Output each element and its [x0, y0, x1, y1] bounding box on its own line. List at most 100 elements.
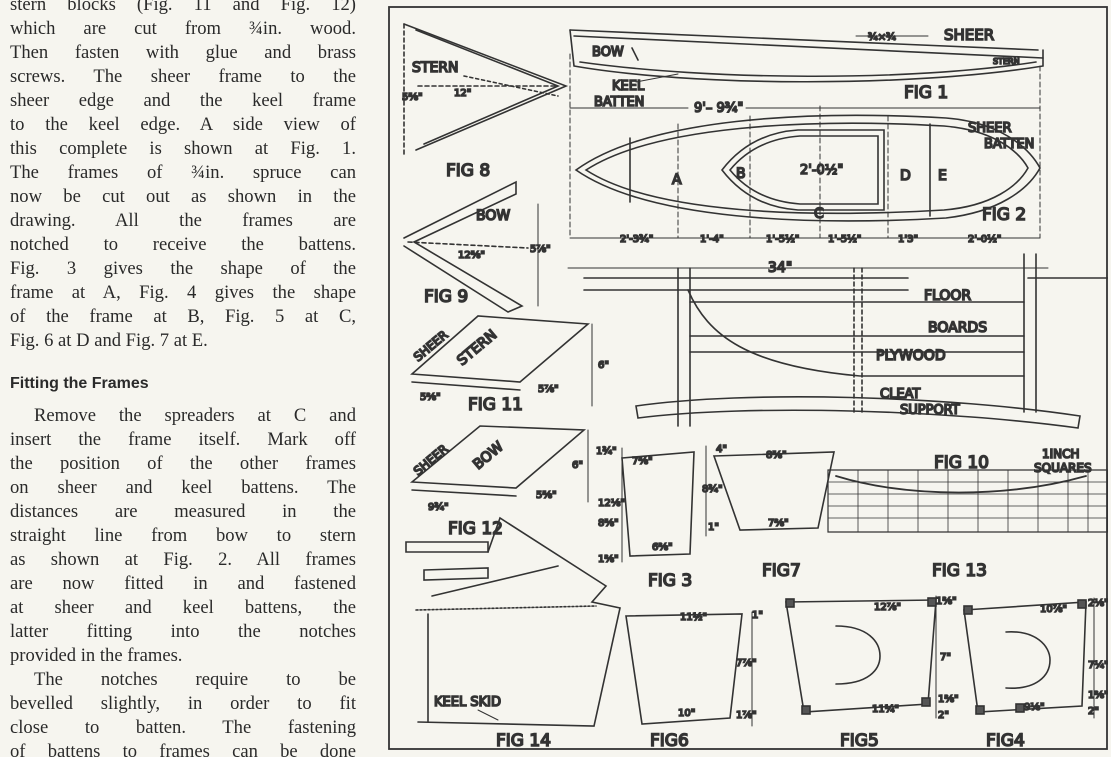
fig5-bottom: 11¼" — [872, 703, 899, 715]
fig1-bow: BOW — [592, 45, 624, 60]
fig6-top: 11½" — [680, 611, 707, 623]
fig11-label: FIG 11 — [468, 395, 523, 415]
fig10-plywood: PLYWOOD — [876, 348, 946, 364]
fig4-label: FIG4 — [986, 731, 1025, 750]
fig4-bottom: 9⅛" — [1024, 702, 1045, 713]
text-line: close to batten. The fastening — [10, 717, 356, 738]
fig7-top: 8⅝" — [766, 450, 787, 461]
fig11-d2: 5⅞" — [538, 384, 559, 395]
fig12-d1: 9¾" — [428, 502, 449, 513]
text-line: as shown at Fig. 2. All frames — [10, 549, 356, 570]
fig1-keel: KEEL — [612, 79, 645, 94]
text-line: of battens to frames can be done — [10, 741, 356, 757]
text-line: now be cut out as shown in the — [10, 186, 356, 207]
fig9-label: FIG 9 — [424, 287, 468, 307]
fig7-h1: 4" — [716, 444, 727, 455]
fig6-h1: 1" — [752, 610, 763, 621]
text-line: Then fasten with glue and brass — [10, 42, 356, 63]
text-line: Fig. 6 at D and Fig. 7 at E. — [10, 330, 208, 351]
fig6-label: FIG6 — [650, 731, 689, 750]
fig1-batten: BATTEN — [594, 95, 644, 110]
fig10-width: 34" — [768, 260, 792, 276]
fig3-label: FIG 3 — [648, 571, 692, 591]
fig12-height: 6" — [572, 460, 583, 471]
text-line: this complete is shown at Fig. 1. — [10, 138, 356, 159]
fig10-drawing: 34" FLOOR BOARDS PLYWOOD CLEAT SUPPORT F… — [567, 253, 1108, 474]
fig5-h4: 2" — [938, 710, 949, 721]
fig2-drawing: 9'– 9¾" SHEER BATTEN A B C D E 2'-0½" FI… — [569, 53, 1041, 246]
fig2-deck: 2'-0½" — [800, 163, 843, 178]
text-line: drawing. All the frames are — [10, 210, 356, 231]
fig11-d1: 5⅜" — [420, 392, 441, 403]
fig3-h1: 1¾" — [596, 446, 617, 457]
fig2-station-c: C — [814, 206, 824, 222]
fig7-label: FIG7 — [762, 561, 801, 581]
fig10-support: SUPPORT — [900, 403, 960, 418]
fig4-h3: 1⅜" — [1088, 690, 1108, 701]
text-line: stern blocks (Fig. 11 and Fig. 12) — [10, 0, 356, 15]
text-line: the position of the other frames — [10, 453, 356, 474]
text-line: The notches require to be — [34, 669, 356, 690]
fig11-height: 6" — [598, 360, 609, 371]
fig2-space2: 1'-4" — [700, 234, 724, 245]
fig1-sheer: SHEER — [944, 26, 994, 44]
fig9-drawing: BOW 5⅞" 12⅝" FIG 9 — [403, 180, 551, 313]
fig8-depth: 12" — [454, 88, 471, 99]
text-line: latter fitting into the notches — [10, 621, 356, 642]
fig13-label: FIG 13 — [932, 561, 987, 581]
fig10-label: FIG 10 — [934, 453, 989, 473]
fig2-station-b: B — [736, 166, 746, 182]
fig2-space4: 1'-5½" — [828, 233, 861, 245]
fig2-station-e: E — [938, 168, 947, 184]
fig12-d2: 5⅝" — [536, 490, 557, 501]
fig4-h4: 2" — [1088, 706, 1099, 717]
fig6-h2: 7⅞" — [736, 658, 757, 669]
fig8-height: 5⅝" — [402, 92, 423, 103]
fig7-h2: 8¾" — [702, 484, 723, 495]
fig5-h2: 7" — [940, 652, 951, 663]
fig8-drawing: STERN 5⅝" 12" FIG 8 — [401, 23, 569, 182]
fig7-bottom: 7⅜" — [768, 518, 789, 529]
section-heading: Fitting the Frames — [10, 375, 149, 392]
fig1-label: FIG 1 — [904, 83, 948, 103]
fig5-top: 12⅞" — [874, 602, 901, 613]
fig3-h3: 8⅝" — [598, 518, 619, 529]
fig10-floor: FLOOR — [924, 288, 971, 304]
fig4-h2: 7¼" — [1088, 659, 1108, 671]
fig3-bottom: 6⅜" — [652, 542, 673, 553]
fig8-label: FIG 8 — [446, 161, 490, 181]
fig14-drawing: KEEL SKID FIG 14 — [405, 516, 621, 750]
text-line: screws. The sheer frame to the — [10, 66, 356, 87]
fig9-bow: BOW — [476, 208, 510, 224]
fig7-h3: 1" — [708, 522, 719, 533]
fig3-h4: 1⅜" — [598, 554, 619, 565]
text-line: provided in the frames. — [10, 645, 183, 666]
fig1-dim: ¾×¾ — [868, 32, 896, 43]
text-line: of the frame at B, Fig. 5 at C, — [10, 306, 356, 327]
fig13-note2: SQUARES — [1034, 461, 1092, 475]
fig13-note1: 1INCH — [1042, 447, 1080, 461]
fig12-label: FIG 12 — [448, 519, 503, 539]
text-line: are now fitted in and fastened — [10, 573, 356, 594]
fig1-stern: STERN — [993, 57, 1020, 66]
fig14-label: FIG 14 — [496, 731, 551, 750]
fig10-cleat: CLEAT — [880, 387, 920, 402]
text-line: The frames of ¾in. spruce can — [10, 162, 356, 183]
text-line: insert the frame itself. Mark off — [10, 429, 356, 450]
fig11-drawing: SHEER STERN 6" 5⅜" 5⅞" FIG 11 — [410, 315, 610, 416]
fig4-drawing: 10⅞" 2⅛" 7¼" 9⅛" 1⅜" 2" FIG4 — [963, 597, 1108, 750]
fig2-space3: 1'-5½" — [766, 233, 799, 245]
fig10-boards: BOARDS — [928, 320, 987, 336]
text-line: which are cut from ¾in. wood. — [10, 18, 356, 39]
fig12-drawing: SHEER BOW 6" 9¾" 5⅝" FIG 12 — [409, 425, 589, 540]
fig3-h2: 12⅛" — [598, 498, 625, 509]
fig2-length: 9'– 9¾" — [694, 101, 743, 116]
fig2-space5: 1'3" — [898, 234, 918, 245]
text-line: at sheer and keel battens, the — [10, 597, 356, 618]
text-line: frame at A, Fig. 4 gives the shape — [10, 282, 356, 303]
fig2-label: FIG 2 — [982, 205, 1026, 225]
fig12-bow: BOW — [470, 439, 507, 473]
fig6-bottom: 10" — [678, 708, 695, 719]
fig8-stern-label: STERN — [412, 60, 458, 76]
fig9-depth: 12⅝" — [458, 250, 485, 261]
